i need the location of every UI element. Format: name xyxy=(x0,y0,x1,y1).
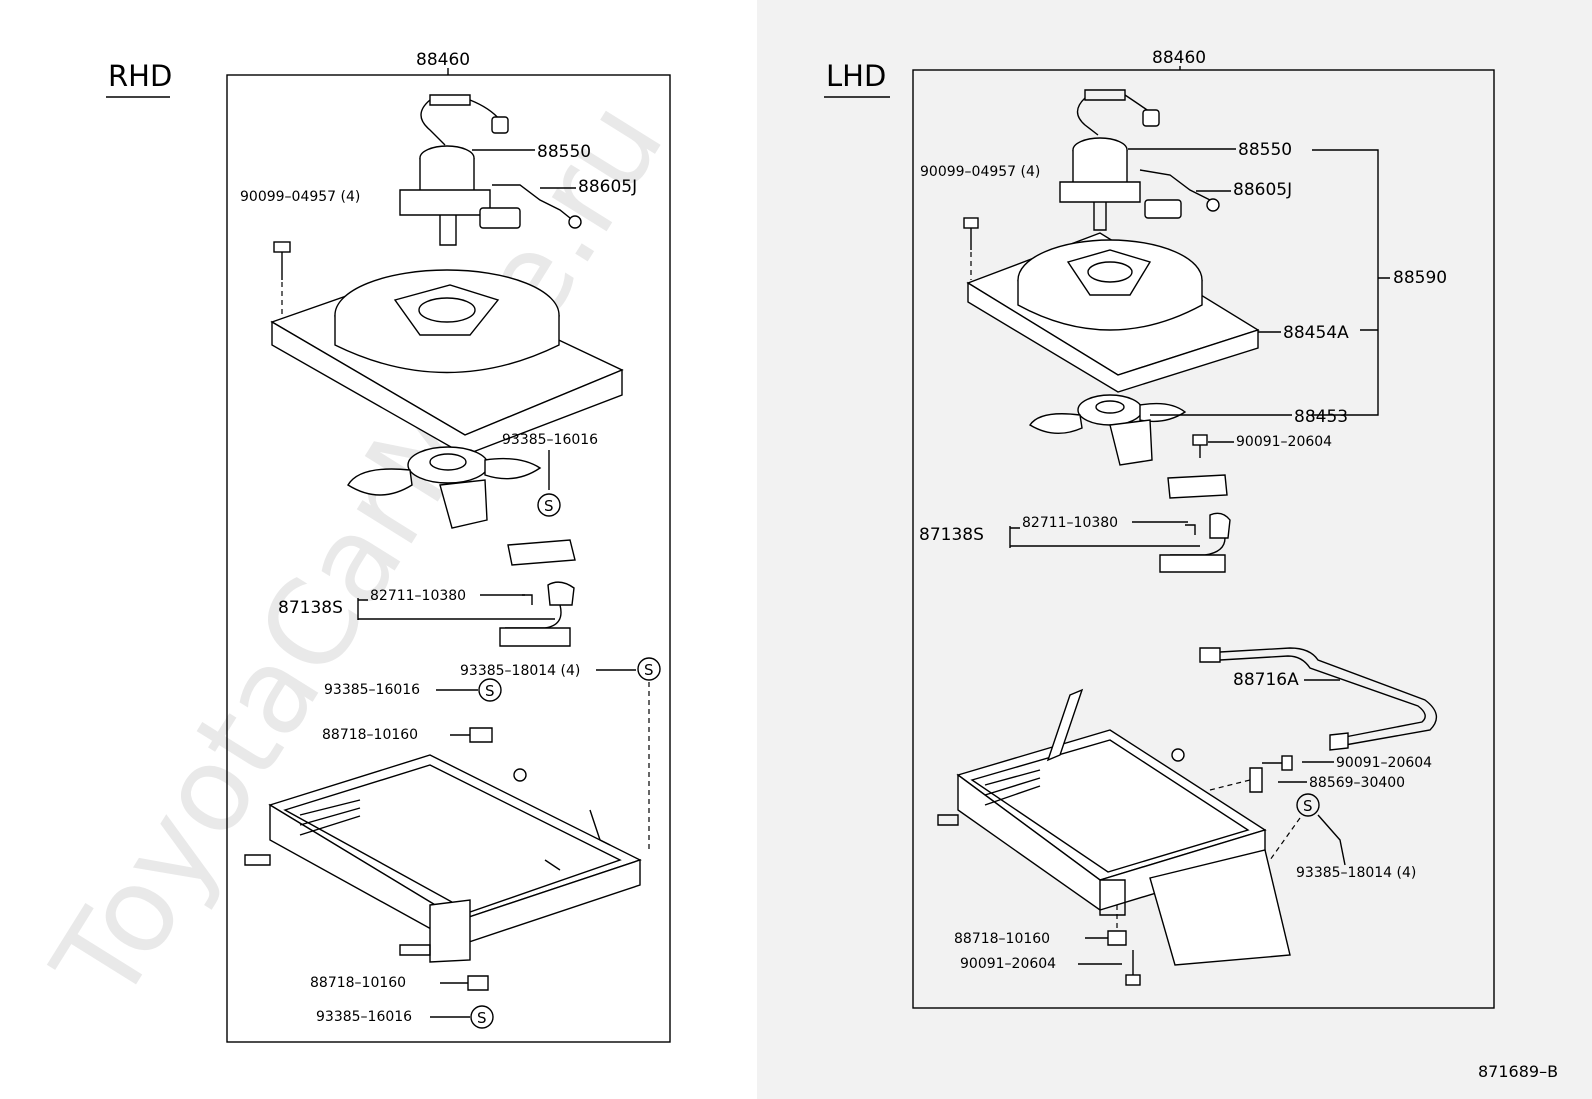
rhd-s-mark-1 xyxy=(537,493,561,517)
rhd-s-mark-3 xyxy=(478,678,502,702)
lhd-label-sensor-group: 87138S xyxy=(919,525,984,545)
rhd-header: RHD xyxy=(108,59,172,93)
rhd-s-mark-2-text: S xyxy=(644,661,654,679)
figure-code: 871689–B xyxy=(1478,1062,1558,1081)
rhd-blower-motor xyxy=(399,94,582,246)
lhd-label-bracket: 88569–30400 xyxy=(1309,775,1405,791)
rhd-fan-shroud xyxy=(270,269,624,456)
lhd-label-pipe: 88716A xyxy=(1233,670,1299,690)
lhd-bolt-a xyxy=(1192,434,1208,458)
lhd-label-clamp: 88718–10160 xyxy=(954,931,1050,947)
rhd-label-bolt-bottom: 93385–16016 xyxy=(316,1009,412,1025)
rhd-label-bolt-mid: 93385–16016 xyxy=(324,682,420,698)
rhd-fan xyxy=(347,446,542,529)
lhd-clamp xyxy=(1107,930,1127,946)
lhd-header: LHD xyxy=(826,59,886,93)
lhd-label-shroud: 88454A xyxy=(1283,323,1349,343)
lhd-bolt-b xyxy=(1262,755,1293,771)
lhd-sensor-parts xyxy=(1159,474,1231,573)
rhd-clamp-top xyxy=(469,727,493,743)
lhd-s-mark-text: S xyxy=(1303,797,1313,815)
lhd-assembly-frame xyxy=(912,69,1495,1009)
rhd-screw xyxy=(273,241,291,320)
rhd-label-bolt-4: 93385–18014 (4) xyxy=(460,663,580,679)
rhd-sensor-parts xyxy=(499,539,576,647)
rhd-label-clamp-top: 88718–10160 xyxy=(322,727,418,743)
rhd-evaporator-unit xyxy=(244,754,642,963)
rhd-label-sensor: 82711–10380 xyxy=(370,588,466,604)
rhd-label-sensor-group: 87138S xyxy=(278,598,343,618)
lhd-bolt-c xyxy=(1125,950,1141,986)
rhd-s-mark-2 xyxy=(637,657,661,681)
rhd-clamp-bottom xyxy=(467,975,489,991)
rhd-label-motor: 88550 xyxy=(537,142,591,162)
lhd-evaporator-unit xyxy=(937,688,1291,966)
lhd-label-assembly: 88460 xyxy=(1152,48,1206,68)
rhd-section: RHD 88460 88550 88605J 90099–04957 (4) xyxy=(106,50,671,1043)
lhd-drain-pipe xyxy=(1199,647,1438,751)
lhd-label-wire-harness: 88605J xyxy=(1233,180,1292,200)
lhd-label-bolt-c: 90091–20604 xyxy=(960,956,1056,972)
lhd-fan-group-bracket xyxy=(1312,149,1390,416)
lhd-section: LHD 88460 88550 90099–04957 (4) 88605J xyxy=(824,48,1558,1081)
lhd-label-motor: 88550 xyxy=(1238,140,1292,160)
lhd-label-bolt-b: 90091–20604 xyxy=(1336,755,1432,771)
lhd-label-bolt-4: 93385–18014 (4) xyxy=(1296,865,1416,881)
lhd-label-bolt-a: 90091–20604 xyxy=(1236,434,1332,450)
lhd-bracket xyxy=(1249,767,1263,793)
rhd-label-clamp-bottom: 88718–10160 xyxy=(310,975,406,991)
rhd-s-mark-1-text: S xyxy=(544,497,554,515)
rhd-label-screw: 90099–04957 (4) xyxy=(240,189,360,205)
lhd-label-fan: 88453 xyxy=(1294,407,1348,427)
rhd-label-bolt-fan: 93385–16016 xyxy=(502,432,598,448)
lhd-s-mark xyxy=(1296,793,1320,817)
rhd-label-wire-harness: 88605J xyxy=(578,177,637,197)
lhd-label-fan-group: 88590 xyxy=(1393,268,1447,288)
lhd-blower-motor xyxy=(1059,89,1220,231)
lhd-fan xyxy=(1029,394,1187,466)
rhd-s-mark-4-text: S xyxy=(477,1009,487,1027)
rhd-label-assembly: 88460 xyxy=(416,50,470,70)
lhd-screw xyxy=(963,217,979,280)
rhd-s-mark-3-text: S xyxy=(485,682,495,700)
rhd-s-mark-4 xyxy=(470,1005,494,1029)
lhd-label-sensor: 82711–10380 xyxy=(1022,515,1118,531)
lhd-label-screw: 90099–04957 (4) xyxy=(920,164,1040,180)
lhd-fan-shroud xyxy=(966,232,1260,393)
